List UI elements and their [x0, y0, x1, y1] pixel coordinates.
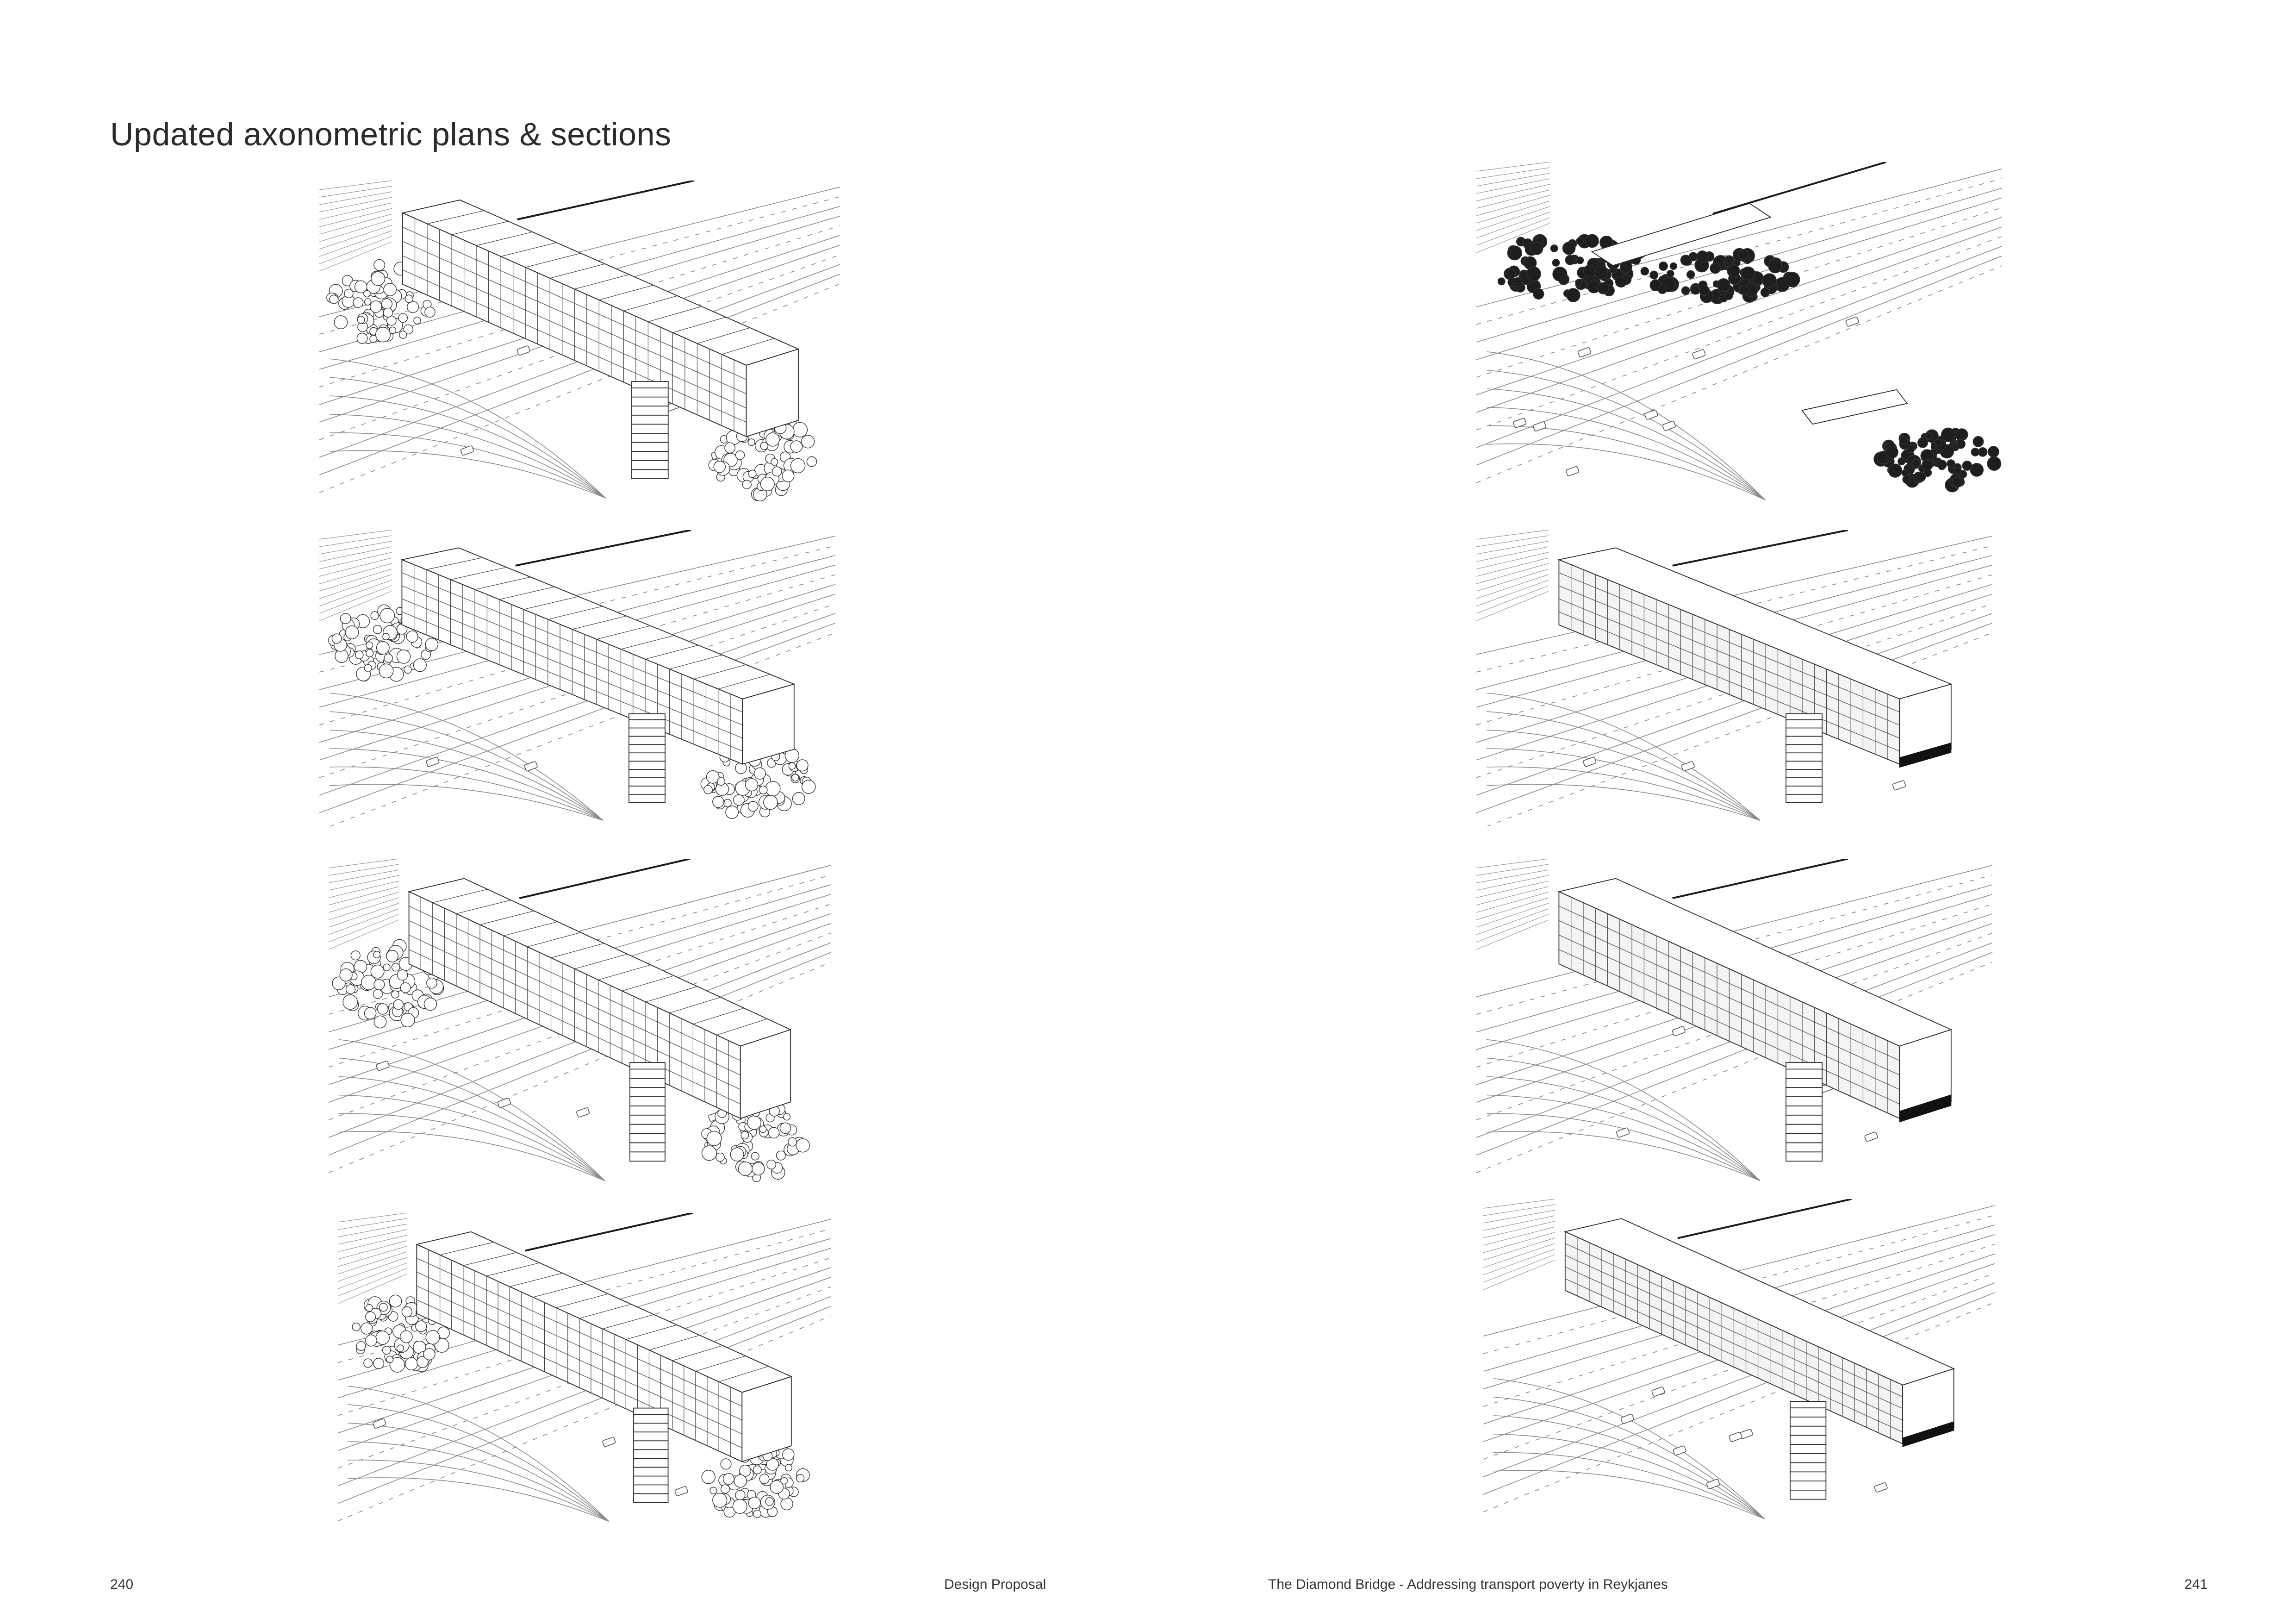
parking-hatch	[1476, 162, 1550, 253]
axonometric-drawing-section-with-roof	[1476, 859, 1992, 1187]
axonometric-drawing-roof-plan	[319, 530, 835, 826]
drawing-svg	[319, 530, 835, 826]
rail-line	[519, 859, 691, 899]
parking-hatch	[1483, 1199, 1555, 1290]
drawing-svg	[1476, 530, 1992, 826]
tree-cluster	[701, 1440, 810, 1518]
section-cut	[1902, 1421, 1954, 1447]
parking-hatch	[338, 1213, 407, 1304]
tree-cluster	[328, 604, 439, 682]
facade-grid	[417, 1242, 769, 1456]
rail-line	[525, 1213, 693, 1252]
bridge-building	[401, 200, 800, 437]
drawing-svg	[338, 1213, 831, 1522]
bridge-piers	[1786, 713, 1823, 803]
axonometric-drawing-lower-floor-plan	[338, 1213, 831, 1528]
drawing-svg	[1476, 859, 1992, 1181]
tree-cluster	[326, 259, 436, 344]
rail-line	[1712, 162, 1886, 215]
tree-cluster	[352, 1294, 450, 1373]
tree-cluster	[1649, 248, 1800, 305]
rail-line	[517, 181, 695, 220]
drawing-svg	[319, 181, 840, 502]
highway-lines	[1476, 536, 1992, 826]
vehicle-outlines	[1513, 316, 1859, 476]
section-cut	[1899, 742, 1952, 768]
tree-cluster	[1873, 427, 2002, 493]
drawing-svg	[1483, 1199, 1995, 1519]
rail-line	[1677, 1199, 1852, 1239]
highway-lines	[329, 865, 831, 1181]
parking-hatch	[319, 181, 392, 272]
rail-line	[1672, 859, 1848, 899]
parking-hatch	[1476, 859, 1549, 950]
axonometric-drawing-short-section	[1483, 1199, 1995, 1525]
right-page-number: 241	[2184, 1577, 2208, 1592]
tree-cluster	[332, 939, 444, 1029]
axonometric-drawing-upper-floor-plan	[329, 859, 831, 1187]
left-page-number: 240	[110, 1577, 134, 1592]
facade-grid	[1565, 1237, 1903, 1438]
right-section-title: The Diamond Bridge - Addressing transpor…	[1268, 1577, 1668, 1592]
left-section-title: Design Proposal	[944, 1577, 1046, 1592]
tree-cluster	[700, 742, 816, 819]
parking-hatch	[329, 859, 399, 950]
axonometric-drawing-long-section	[1476, 530, 1992, 826]
station-platform	[1591, 203, 1908, 425]
section-cut	[1899, 1094, 1952, 1123]
bridge-piers	[633, 1407, 669, 1503]
rail-line	[1672, 530, 1848, 567]
bridge-building	[1557, 547, 1953, 765]
bridge-building	[1557, 878, 1953, 1119]
axonometric-drawing-site-plan	[1476, 162, 2002, 507]
bridge-building	[400, 547, 796, 765]
bridge-piers	[628, 713, 666, 803]
axonometric-drawing-full-bridge	[319, 181, 840, 505]
drawing-svg	[1476, 162, 2002, 500]
facade-grid	[409, 889, 768, 1113]
bridge-piers	[629, 1062, 666, 1162]
parking-hatch	[319, 530, 392, 621]
parking-hatch	[1476, 530, 1549, 621]
page-title: Updated axonometric plans & sections	[110, 116, 672, 152]
facade-grid	[1559, 564, 1900, 759]
bridge-piers	[1786, 1062, 1823, 1162]
rail-line	[515, 530, 691, 567]
bridge-building	[407, 878, 792, 1119]
drawing-svg	[329, 859, 831, 1182]
facade-grid	[402, 557, 771, 759]
facade-grid	[1559, 897, 1900, 1113]
bridge-piers	[1790, 1401, 1827, 1500]
bridge-piers	[631, 381, 669, 479]
